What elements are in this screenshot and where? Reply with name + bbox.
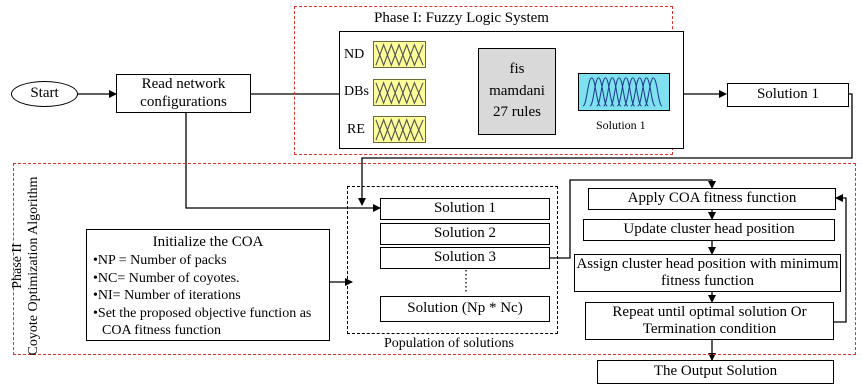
coa-step-1-label: Apply COA fitness function [627,190,797,207]
coa-step-update-ch: Update cluster head position [583,219,835,241]
start-label: Start [30,85,59,102]
phase1-title: Phase I: Fuzzy Logic System [374,10,549,26]
fis-line-3: 27 rules [493,104,541,121]
population-container [347,186,558,334]
start-terminal: Start [11,81,78,107]
coa-step-2-label: Update cluster head position [623,221,795,238]
coa-step-3-label: Assign cluster head position with minimu… [576,255,839,289]
init-item-objective: Set the proposed objective function as C… [93,305,323,340]
output-mf-caption: Solution 1 [596,118,646,132]
input-label-re: RE [347,122,365,137]
coa-step-apply-fitness: Apply COA fitness function [588,188,836,210]
read-config-box: Read network configurations [116,74,251,113]
phase2-label: Phase II Coyote Optimization Algorithm [10,176,50,356]
population-solution-last: Solution (Np * Nc) [380,296,550,322]
population-solution-2-label: Solution 2 [433,225,497,242]
fis-mamdani-block: fis mamdani 27 rules [478,48,556,135]
init-item-ni: NI= Number of iterations [93,287,323,305]
coa-step-repeat: Repeat until optimal solution Or Termina… [585,302,834,340]
coa-step-4-label: Repeat until optimal solution Or Termina… [612,303,807,337]
phase2-container [13,163,856,355]
phase2-label-line2: Coyote Optimization Algorithm [26,176,41,356]
init-coa-box: Initialize the COA NP = Number of packs … [86,229,330,341]
init-item-nc: NC= Number of coyotes. [93,270,323,288]
output-membership-function-icon [578,73,670,111]
coa-step-assign-ch: Assign cluster head position with minimu… [574,254,841,292]
arrow-read-to-population [185,113,381,212]
population-solution-2: Solution 2 [380,223,550,245]
fis-line-2: mamdani [489,82,545,99]
init-item-np: NP = Number of packs [93,252,323,270]
membership-function-re-icon [373,116,426,143]
phase1-solution-box: Solution 1 [727,83,849,107]
arrow-population-to-coa [549,179,716,259]
membership-function-nd-icon [373,41,426,68]
membership-function-dbs-icon [373,79,426,106]
output-solution-label: The Output Solution [653,363,778,380]
phase1-solution-label: Solution 1 [756,86,820,103]
input-label-dbs: DBs [344,84,369,99]
population-solution-last-label: Solution (Np * Nc) [407,300,523,317]
arrow-solution1-to-population [358,93,853,206]
read-config-label: Read network configurations [140,76,227,110]
init-coa-list: NP = Number of packs NC= Number of coyot… [93,252,323,340]
arrow-loop-back [834,194,847,323]
population-solution-1-label: Solution 1 [433,200,497,217]
init-coa-title: Initialize the COA [152,234,264,250]
population-caption: Population of solutions [384,336,514,351]
output-solution-box: The Output Solution [597,360,834,384]
population-solution-3-label: Solution 3 [433,249,497,266]
phase2-label-line1: Phase II [10,243,25,289]
population-solution-3: Solution 3 [380,247,550,269]
input-label-nd: ND [344,47,365,62]
population-solution-1: Solution 1 [380,198,550,220]
fis-line-1: fis [509,60,525,77]
